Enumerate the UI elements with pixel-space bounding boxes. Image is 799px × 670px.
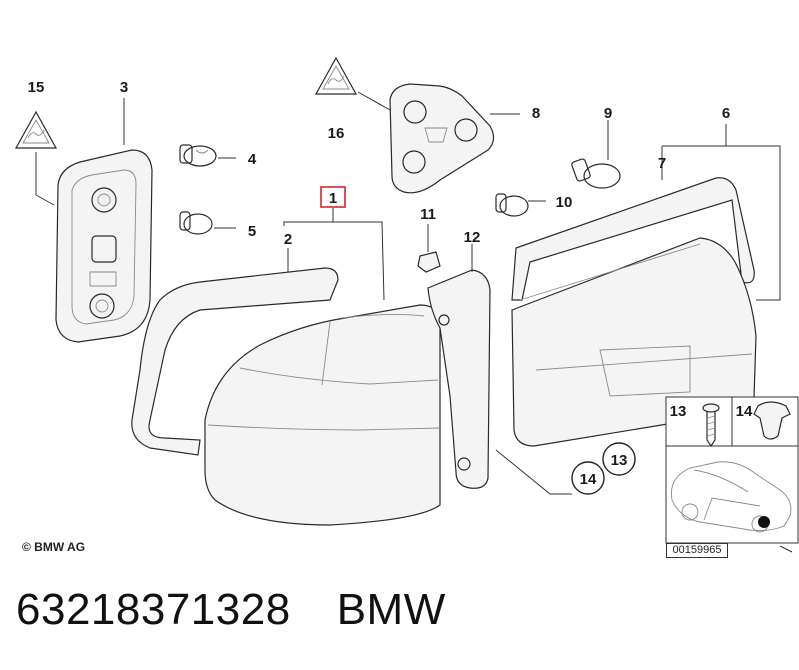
gasket-2 bbox=[131, 267, 339, 456]
bulb-holder-3 bbox=[55, 149, 153, 343]
copyright-text: © BMW AG bbox=[22, 540, 86, 554]
nut-11 bbox=[417, 251, 441, 273]
label-1: 1 bbox=[329, 190, 337, 207]
warning-triangle-icon-16 bbox=[314, 56, 358, 95]
label-15: 15 bbox=[28, 79, 45, 96]
label-8: 8 bbox=[532, 105, 540, 122]
label-3: 3 bbox=[120, 79, 128, 96]
bulb-10 bbox=[495, 193, 529, 217]
bulb-4 bbox=[179, 144, 217, 167]
label-4: 4 bbox=[248, 151, 257, 168]
diagram-id: 00159965 bbox=[666, 543, 728, 558]
label-6: 6 bbox=[722, 105, 730, 122]
callout-circle-14 bbox=[571, 461, 605, 495]
label-14-circle: 14 bbox=[580, 471, 597, 488]
tail-light-6 bbox=[511, 237, 757, 447]
tail-light-1 bbox=[204, 304, 441, 526]
label-14-inset: 14 bbox=[736, 403, 753, 420]
part-number-line: 63218371328 BMW bbox=[16, 585, 446, 635]
label-10: 10 bbox=[556, 194, 573, 211]
label-9: 9 bbox=[604, 105, 612, 122]
inset-box bbox=[665, 396, 799, 553]
callout-circle-13 bbox=[602, 442, 636, 476]
label-7: 7 bbox=[658, 155, 666, 172]
label-13-circle: 13 bbox=[611, 452, 628, 469]
part-number: 63218371328 bbox=[16, 585, 291, 634]
highlight-box-1 bbox=[320, 186, 346, 208]
car-silhouette bbox=[670, 461, 792, 533]
label-13-inset: 13 bbox=[670, 403, 687, 420]
bulb-9 bbox=[571, 158, 621, 189]
label-2: 2 bbox=[284, 231, 292, 248]
label-5: 5 bbox=[248, 223, 256, 240]
gasket-7 bbox=[511, 177, 755, 301]
screw-13-icon bbox=[702, 403, 720, 448]
bulb-5 bbox=[179, 211, 213, 235]
bulb-holder-8 bbox=[389, 83, 495, 194]
label-16: 16 bbox=[328, 125, 345, 142]
label-12: 12 bbox=[464, 229, 481, 246]
bracket-12 bbox=[427, 269, 491, 489]
clip-14-icon bbox=[753, 401, 791, 440]
brand-name: BMW bbox=[336, 585, 446, 634]
warning-triangle-icon-15 bbox=[14, 110, 58, 149]
label-11: 11 bbox=[420, 206, 436, 223]
